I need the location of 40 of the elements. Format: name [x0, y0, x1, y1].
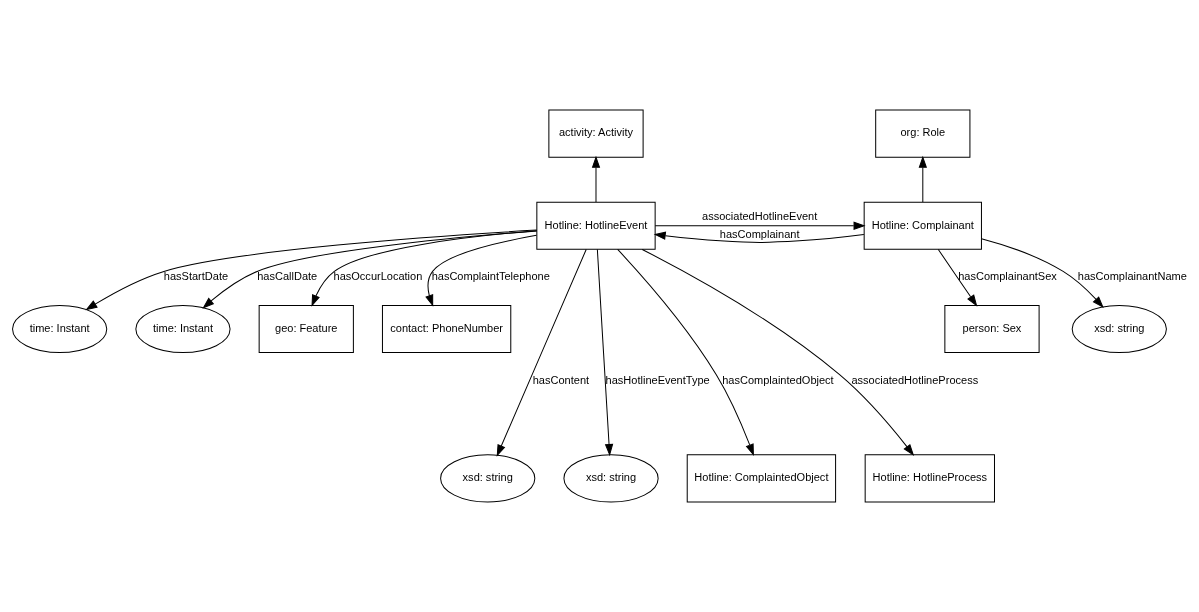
- node-box: person: Sex: [944, 305, 1040, 354]
- edge-label: hasStartDate: [163, 270, 229, 283]
- arrow: [654, 221, 865, 230]
- arrow: [918, 156, 927, 203]
- node-ellipse: time: Instant: [135, 305, 231, 354]
- node-box: Hotline: ComplaintedObject: [686, 454, 837, 503]
- edge-label: hasComplainant: [719, 227, 800, 240]
- arrow: [592, 156, 600, 203]
- arrow: [202, 230, 538, 309]
- node-ellipse: xsd: string: [1071, 305, 1167, 354]
- edge-label: hasComplainantSex: [958, 270, 1057, 283]
- arrow: [496, 249, 587, 456]
- arrow: [654, 231, 865, 243]
- node-ellipse: xsd: string: [440, 454, 536, 503]
- arrow: [86, 229, 538, 310]
- edge-label: hasOccurLocation: [333, 270, 423, 283]
- edge-label: hasContent: [532, 373, 590, 386]
- arrow: [311, 230, 538, 306]
- node-box: Hotline: HotlineProcess: [864, 454, 995, 503]
- node-box: geo: Feature: [258, 305, 354, 354]
- edge-label: hasComplainantName: [1077, 270, 1187, 283]
- node-box: Hotline: HotlineEvent: [536, 201, 656, 250]
- node-box: activity: Activity: [548, 109, 644, 158]
- edge-label: associatedHotlineProcess: [851, 373, 979, 386]
- node-box: contact: PhoneNumber: [381, 305, 512, 354]
- edge-label: hasComplaintedObject: [722, 373, 834, 386]
- arrow: [981, 238, 1104, 308]
- arrow: [596, 249, 614, 456]
- arrow: [425, 234, 537, 306]
- edge-label: hasCallDate: [257, 270, 318, 283]
- edge-label: hasHotlineEventType: [605, 373, 710, 386]
- node-ellipse: xsd: string: [563, 454, 659, 503]
- arrow: [641, 248, 914, 456]
- node-box: org: Role: [875, 109, 971, 158]
- node-ellipse: time: Instant: [12, 305, 108, 354]
- arrow: [937, 249, 977, 306]
- node-box: Hotline: Complainant: [863, 201, 982, 250]
- arrow: [617, 248, 754, 455]
- edge-label: hasComplaintTelephone: [431, 270, 550, 283]
- edge-label: associatedHotlineEvent: [702, 209, 818, 222]
